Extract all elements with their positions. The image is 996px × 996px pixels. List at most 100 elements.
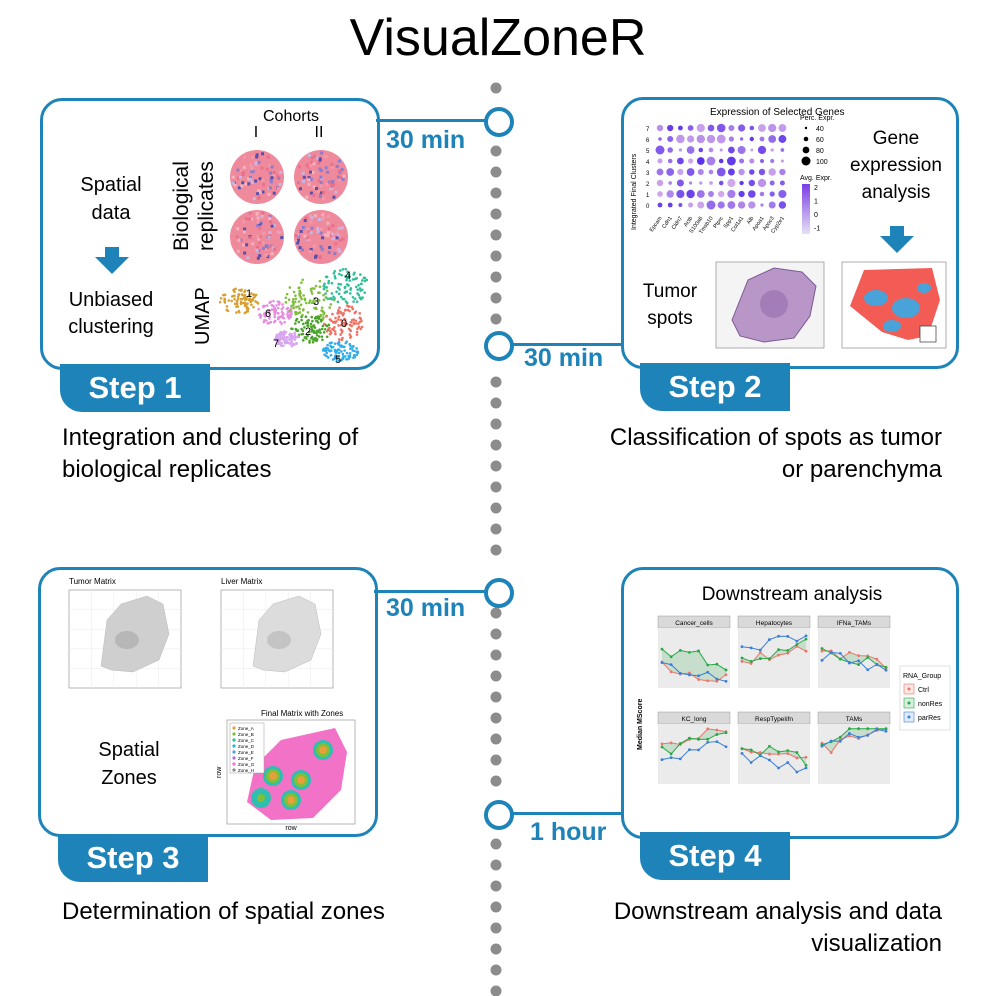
tissue-spot — [279, 170, 283, 174]
umap-point — [336, 286, 340, 289]
timeline-dot — [490, 754, 502, 766]
umap-point — [352, 322, 356, 326]
umap-point — [337, 292, 341, 296]
zone-legend — [229, 722, 265, 774]
tissue-spot — [318, 167, 322, 171]
umap-point — [352, 300, 355, 303]
tissue-spot — [248, 211, 252, 215]
avg-expr-legend-title: Avg. Expr. — [800, 175, 832, 182]
umap-point — [292, 290, 296, 294]
umap-point — [304, 315, 308, 319]
umap-point — [306, 311, 310, 314]
tissue-spot — [335, 236, 339, 240]
dotplot-dot — [709, 181, 713, 185]
umap-point — [293, 300, 297, 304]
step1-caption-line-1: Integration and clustering of — [62, 424, 359, 451]
facet-point — [660, 661, 664, 665]
umap-point — [329, 329, 332, 333]
umap-point — [337, 309, 340, 312]
facet-point — [669, 741, 673, 745]
umap-point — [233, 302, 237, 306]
umap-point — [330, 346, 334, 349]
facet-line — [661, 661, 727, 682]
umap-point — [320, 309, 324, 312]
tissue-spot — [275, 174, 279, 178]
umap-point — [305, 337, 308, 340]
tissue-spot — [316, 226, 320, 230]
umap-point — [341, 352, 345, 356]
umap-point — [304, 301, 308, 305]
umap-point — [348, 309, 351, 313]
facet-point — [715, 662, 719, 666]
facet-point — [820, 658, 824, 662]
step4-panel: Downstream analysis Median MScore Cancer… — [621, 567, 959, 839]
tissue-spot — [310, 216, 314, 220]
umap-point — [325, 335, 329, 339]
umap-point — [347, 357, 350, 361]
tissue-spot — [239, 238, 243, 242]
umap-point — [327, 281, 330, 285]
dotplot-dot — [698, 147, 704, 153]
umap-point — [328, 326, 331, 330]
facet-line — [741, 635, 807, 651]
timeline-dot — [490, 82, 502, 94]
tissue-spot — [254, 179, 258, 183]
tissue-spot — [244, 217, 248, 221]
facet-point — [795, 642, 799, 646]
tissue-spot — [244, 182, 248, 186]
umap-point — [315, 316, 318, 319]
tissue-spot — [335, 231, 339, 235]
facet-point — [795, 751, 799, 754]
cluster-row-label: 7 — [646, 127, 650, 133]
step1-caption: Integration and clustering of biological… — [62, 422, 358, 486]
zone-legend-dot — [232, 726, 236, 730]
tissue-spot — [319, 169, 323, 173]
umap-point — [253, 295, 257, 298]
umap-point — [343, 285, 347, 289]
facet-line — [741, 748, 807, 759]
facet-point — [660, 647, 664, 651]
facet-point — [875, 657, 879, 661]
tissue-spot — [272, 173, 276, 177]
umap-point — [348, 333, 352, 336]
spatial-data-label-2: data — [92, 202, 132, 224]
umap-point — [339, 323, 343, 327]
tissue-spot — [308, 213, 312, 217]
umap-point — [273, 319, 277, 323]
timeline-dot — [490, 649, 502, 661]
tissue-spot — [268, 186, 272, 190]
dotplot-dot — [727, 189, 736, 199]
umap-point — [355, 276, 359, 280]
umap-point — [268, 301, 272, 305]
umap-point — [268, 317, 271, 320]
umap-point — [351, 278, 355, 281]
zone-plot: Zone_AZone_BZone_CZone_DZone_EZone_FZone… — [226, 719, 356, 825]
umap-point — [267, 309, 271, 313]
facet-point — [724, 731, 728, 735]
tissue-spot — [236, 176, 240, 180]
facet-point — [749, 748, 753, 752]
tissue-spot — [329, 187, 333, 191]
tissue-spot — [257, 188, 261, 192]
umap-point — [238, 310, 241, 314]
tissue-spot — [330, 184, 334, 188]
timeline-dot — [490, 397, 502, 409]
umap-point — [344, 355, 347, 358]
tissue-spot — [270, 165, 274, 169]
facet-point — [777, 634, 780, 638]
step2-tab: Step 2 — [640, 363, 790, 411]
timeline-dot — [490, 250, 502, 262]
step3-connector — [374, 590, 486, 593]
facet-point — [715, 679, 719, 683]
dotplot-dot — [739, 180, 744, 186]
umap-point — [355, 300, 359, 304]
facet-point — [777, 750, 780, 754]
facet-point — [866, 734, 870, 737]
umap-point — [301, 308, 305, 312]
step1-graphic: Cohorts I II Biological replicates Spati… — [68, 108, 369, 366]
dotplot-dot — [655, 145, 665, 155]
tissue-spot — [261, 241, 265, 245]
dotplot-dot — [749, 136, 754, 142]
umap-point — [243, 293, 247, 297]
facet-point — [706, 670, 710, 674]
